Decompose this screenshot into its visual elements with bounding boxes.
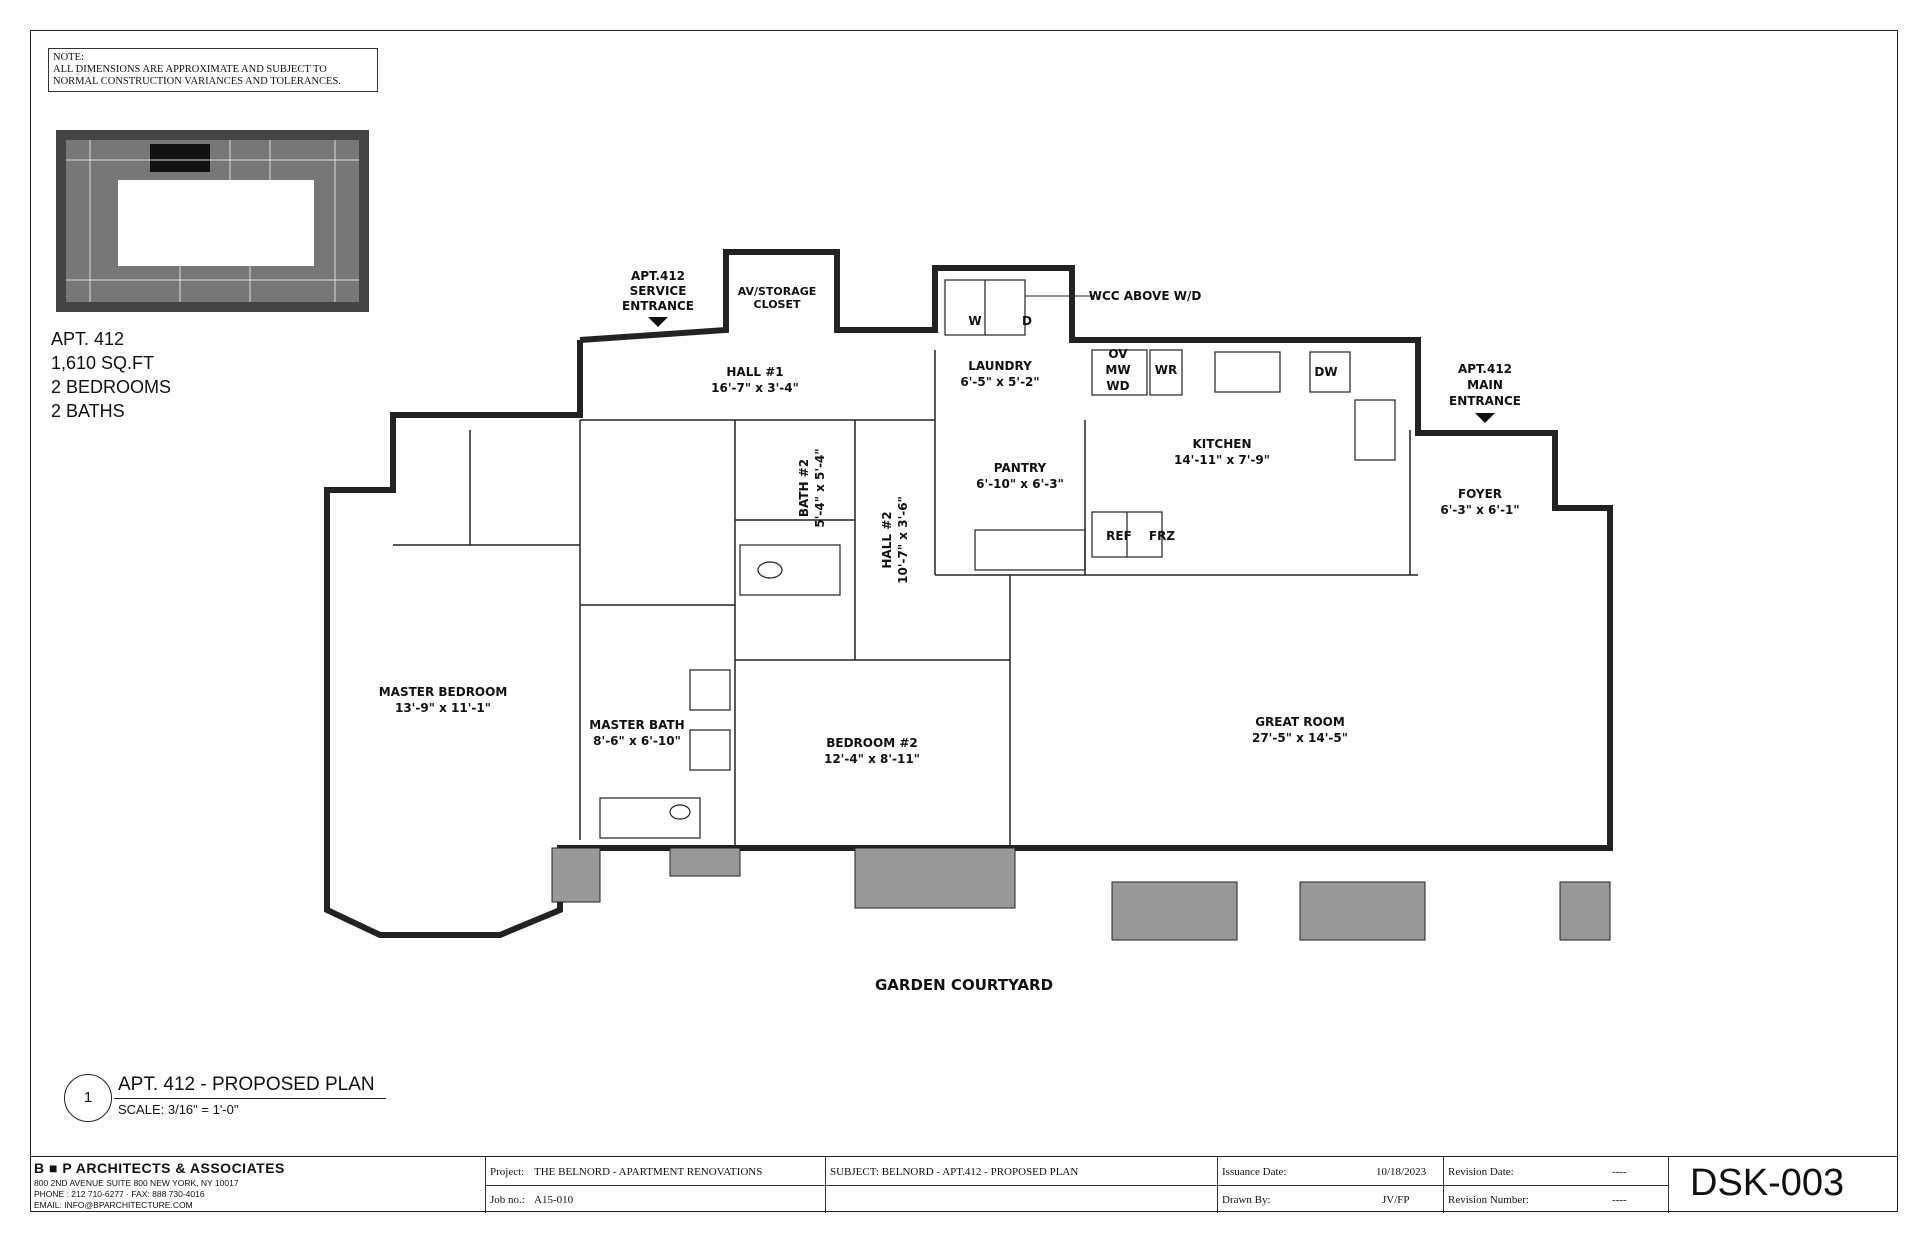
great-room-label: GREAT ROOM [1255, 715, 1345, 729]
av-closet-label: CLOSET [754, 298, 801, 311]
drawn-value: JV/FP [1382, 1194, 1410, 1206]
window-piers [551, 847, 1611, 941]
main-entrance-label: ENTRANCE [1449, 394, 1521, 408]
freezer-label: FRZ [1149, 529, 1175, 543]
key-plan [56, 130, 369, 312]
apt-bedrooms: 2 BEDROOMS [51, 377, 172, 397]
drawing-number: 1 [64, 1074, 112, 1122]
sheet-number: DSK-003 [1690, 1162, 1845, 1204]
bath2-dims: 5'-4" x 5'-4" [813, 448, 827, 527]
main-entrance-label: MAIN [1467, 378, 1503, 392]
note-line: ALL DIMENSIONS ARE APPROXIMATE AND SUBJE… [53, 64, 327, 75]
laundry-dims: 6'-5" x 5'-2" [960, 375, 1039, 389]
revision-date-label: Revision Date: [1448, 1166, 1514, 1178]
job-label: Job no.: [490, 1194, 525, 1206]
firm-name: B ■ P ARCHITECTS & ASSOCIATES [34, 1160, 285, 1176]
wine-refrigerator-label: WR [1155, 363, 1177, 377]
service-entrance-label: SERVICE [630, 284, 687, 298]
microwave-label: MW [1105, 363, 1130, 377]
divider [485, 1185, 1668, 1186]
hall2-dims: 10'-7" x 3'-6" [896, 496, 910, 584]
laundry-label: LAUNDRY [968, 359, 1032, 373]
fixtures [599, 279, 1396, 839]
divider [1668, 1157, 1669, 1213]
project-label: Project: [490, 1166, 525, 1178]
service-entrance-label: ENTRANCE [622, 299, 694, 313]
kitchen-label: KITCHEN [1192, 437, 1251, 451]
garden-courtyard-label: GARDEN COURTYARD [875, 976, 1053, 994]
revision-date-value: ---- [1612, 1166, 1627, 1178]
title-underline [114, 1098, 386, 1099]
oven-label: OV [1108, 347, 1128, 361]
drawing-title: APT. 412 - PROPOSED PLAN [118, 1074, 375, 1095]
firm-phone: PHONE : 212 710-6277 · FAX: 888 730-4016 [34, 1189, 205, 1199]
drawing-scale: SCALE: 3/16" = 1'-0" [118, 1102, 239, 1117]
foyer-label: FOYER [1458, 487, 1502, 501]
apt-number: APT. 412 [51, 329, 125, 349]
warming-drawer-label: WD [1106, 379, 1129, 393]
refrigerator-label: REF [1106, 529, 1132, 543]
revision-number-label: Revision Number: [1448, 1194, 1529, 1206]
interior-walls [393, 350, 1418, 848]
drawing-sheet [30, 30, 1898, 1212]
dryer-label: D [1022, 314, 1032, 328]
master-bedroom-dims: 13'-9" x 11'-1" [395, 701, 491, 715]
issuance-value: 10/18/2023 [1376, 1166, 1427, 1178]
note-line: NORMAL CONSTRUCTION VARIANCES AND TOLERA… [53, 76, 341, 87]
av-closet-label: AV/STORAGE [738, 285, 817, 298]
job-value: A15-010 [534, 1194, 574, 1206]
washer-label: W [968, 314, 981, 328]
great-room-dims: 27'-5" x 14'-5" [1252, 731, 1348, 745]
bath2-label: BATH #2 [797, 459, 811, 517]
drawn-label: Drawn By: [1222, 1194, 1271, 1206]
note-line: NOTE: [53, 52, 84, 63]
pantry-dims: 6'-10" x 6'-3" [976, 477, 1064, 491]
revision-number-value: ---- [1612, 1194, 1627, 1206]
master-bedroom-label: MASTER BEDROOM [379, 685, 508, 699]
service-entrance-arrow [648, 317, 668, 327]
pantry-label: PANTRY [994, 461, 1047, 475]
project-value: THE BELNORD - APARTMENT RENOVATIONS [534, 1166, 763, 1178]
master-bath-dims: 8'-6" x 6'-10" [593, 734, 681, 748]
hall2-label: HALL #2 [880, 511, 894, 568]
firm-address: 800 2ND AVENUE SUITE 800 NEW YORK, NY 10… [34, 1178, 239, 1188]
service-entrance-label: APT.412 [631, 269, 685, 283]
apt-baths: 2 BATHS [51, 401, 125, 421]
title-block [30, 1156, 1898, 1213]
issuance-label: Issuance Date: [1222, 1166, 1287, 1178]
dishwasher-label: DW [1314, 365, 1337, 379]
bedroom2-label: BEDROOM #2 [826, 736, 917, 750]
kitchen-dims: 14'-11" x 7'-9" [1174, 453, 1270, 467]
master-bath-label: MASTER BATH [589, 718, 684, 732]
hall1-dims: 16'-7" x 3'-4" [711, 381, 799, 395]
bedroom2-dims: 12'-4" x 8'-11" [824, 752, 920, 766]
main-entrance-arrow [1475, 413, 1495, 423]
firm-email: EMAIL: INFO@BPARCHITECTURE.COM [34, 1200, 193, 1210]
apartment-info: APT. 412 1,610 SQ.FT 2 BEDROOMS 2 BATHS [51, 327, 171, 423]
wcc-label: WCC ABOVE W/D [1089, 289, 1202, 303]
main-entrance-label: APT.412 [1458, 362, 1512, 376]
foyer-dims: 6'-3" x 6'-1" [1440, 503, 1519, 517]
apt-area: 1,610 SQ.FT [51, 353, 155, 373]
general-note: NOTE: ALL DIMENSIONS ARE APPROXIMATE AND… [48, 48, 378, 92]
exterior-walls [324, 249, 1613, 938]
hall1-label: HALL #1 [726, 365, 783, 379]
subject: SUBJECT: BELNORD - APT.412 - PROPOSED PL… [830, 1166, 1079, 1178]
